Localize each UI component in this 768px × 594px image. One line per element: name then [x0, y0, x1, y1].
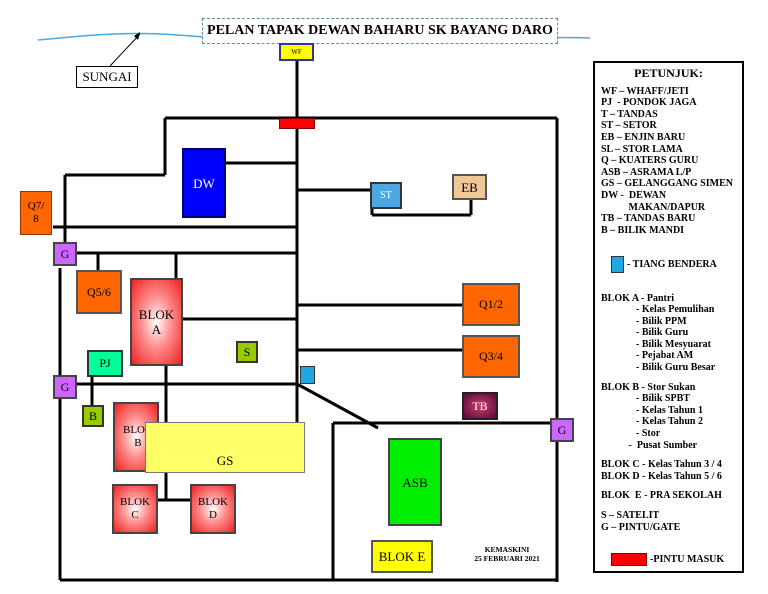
block-wf: WF [279, 43, 314, 61]
entrance-swatch-icon [611, 552, 647, 566]
legend-blok-e: BLOK E - PRA SEKOLAH [601, 490, 722, 502]
legend-item: B – BILIK MANDI [601, 224, 685, 236]
block-q78: Q7/ 8 [20, 191, 52, 235]
legend-gate-row: -PINTU MASUK [601, 541, 736, 577]
block-c: BLOK C [112, 484, 158, 534]
legend-item: T – TANDAS [601, 108, 658, 120]
legend-blok-b: - Kelas Tahun 2 [601, 416, 703, 428]
legend-blok-a: - Bilik PPM [601, 315, 687, 327]
legend-blok-a: - Bilik Guru [601, 327, 689, 339]
entrance-gate [279, 118, 315, 129]
block-a: BLOK A [130, 278, 183, 366]
legend-blok-b: - Bilik SPBT [601, 393, 690, 405]
flag-swatch-icon [611, 255, 624, 273]
legend-blok-b: - Pusat Sumber [601, 439, 698, 451]
legend-item: EB – ENJIN BARU [601, 131, 686, 143]
legend-s: S – SATELIT [601, 510, 660, 521]
page-title: PELAN TAPAK DEWAN BAHARU SK BAYANG DARO [202, 18, 558, 44]
sungai-label: SUNGAI [76, 66, 138, 88]
block-asb: ASB [388, 438, 442, 526]
flag-pole [300, 366, 315, 384]
gate-g2: G [53, 375, 77, 399]
legend-item: MAKAN/DAPUR [601, 201, 706, 213]
legend-g: G – PINTU/GATE [601, 521, 681, 533]
legend-blok-b: - Kelas Tahun 1 [601, 404, 703, 416]
legend-item: TB – TANDAS BARU [601, 213, 696, 225]
legend-flag-row: - TIANG BENDERA [601, 244, 736, 284]
legend-item: PJ - PONDOK JAGA [601, 97, 697, 109]
updated-line1: KEMASKINI [484, 545, 530, 554]
sungai-pointer-arrowhead [134, 32, 140, 40]
block-tb: TB [462, 392, 498, 420]
legend-flag-label: - TIANG BENDERA [627, 258, 717, 270]
block-eb: EB [452, 174, 487, 200]
legend-item: DW - DEWAN [601, 189, 667, 201]
legend-blok-b: - Stor [601, 428, 661, 440]
updated-line2: 25 FEBRUARI 2021 [474, 554, 540, 563]
legend-item: SL – STOR LAMA [601, 143, 683, 155]
legend-blok-a: - Bilik Mesyuarat [601, 338, 711, 350]
block-e: BLOK E [371, 540, 433, 573]
block-d: BLOK D [190, 484, 236, 534]
block-q56: Q5/6 [76, 270, 122, 314]
legend-item: WF – WHAFF/JETI [601, 85, 689, 97]
legend-blok-a: BLOK A - Pantri [601, 292, 675, 304]
legend-blok-b: BLOK B - Stor Sukan [601, 381, 696, 393]
legend-item: ST – SETOR [601, 120, 657, 132]
block-pj: PJ [87, 350, 123, 377]
gate-g3: G [550, 418, 574, 442]
sungai-pointer-arrow [109, 33, 141, 67]
legend-gate-label: -PINTU MASUK [650, 553, 725, 565]
legend-blok-d: BLOK D - Kelas Tahun 5 / 6 [601, 470, 722, 482]
block-b: B [82, 405, 104, 427]
block-q12: Q1/2 [462, 283, 520, 326]
legend-panel: PETUNJUK: WF – WHAFF/JETI PJ - PONDOK JA… [593, 61, 744, 573]
legend-heading: PETUNJUK: [634, 66, 703, 80]
legend-blok-c: BLOK C - Kelas Tahun 3 / 4 [601, 459, 722, 471]
legend-blok-a: - Bilik Guru Besar [601, 362, 716, 374]
legend-item: GS – GELANGGANG SIMEN [601, 178, 733, 190]
updated-note: KEMASKINI 25 FEBRUARI 2021 [452, 545, 562, 563]
block-st: ST [370, 182, 402, 209]
gate-g1: G [53, 242, 77, 266]
paths [53, 61, 559, 582]
block-q34: Q3/4 [462, 335, 520, 378]
legend-item: Q – KUATERS GURU [601, 155, 699, 167]
legend-item: ASB – ASRAMA L/P [601, 166, 692, 178]
legend-blok-a: - Kelas Pemulihan [601, 304, 715, 316]
block-gs: GS [145, 422, 305, 473]
legend-blok-a: - Pejabat AM [601, 350, 694, 362]
block-s: S [236, 341, 258, 363]
block-dw: DW [182, 148, 226, 218]
